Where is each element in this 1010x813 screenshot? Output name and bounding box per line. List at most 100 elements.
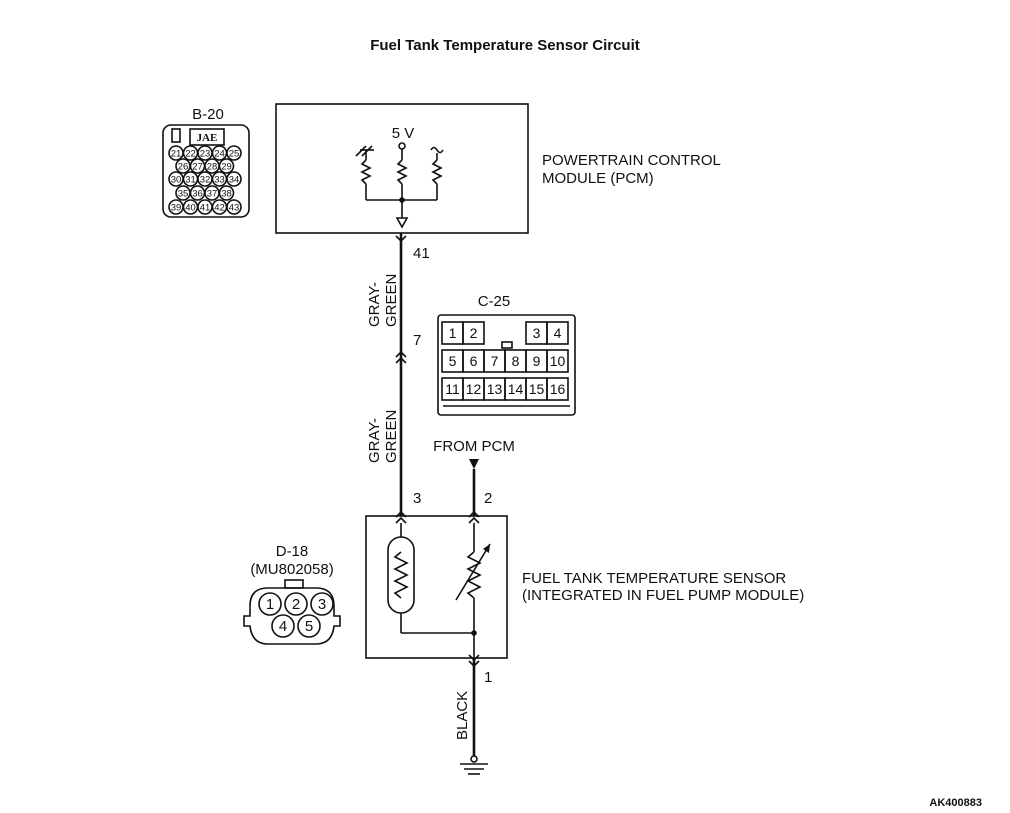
connector-b20-pin-label: 27 <box>192 162 203 173</box>
connector-b20-pin-label: 32 <box>200 175 211 186</box>
connector-d18-lock-tab <box>284 579 304 589</box>
connector-b20-pin-label: 37 <box>207 189 218 200</box>
pcm-resistor-center <box>396 142 408 218</box>
connector-b20-pin <box>226 171 242 187</box>
fuel-tank-temp-sensor: FUEL TANK TEMPERATURE SENSOR (INTEGRATED… <box>365 515 804 659</box>
wire-color-lower-line1: GRAY- <box>366 418 383 463</box>
connector-b20-pin-label: 42 <box>214 203 225 214</box>
pcm-module: 5 V POWERTRAIN CONTROL <box>275 103 721 234</box>
connector-d18-pin-label: 5 <box>305 618 313 635</box>
connector-b20-pin-label: 43 <box>229 203 240 214</box>
connector-c25-pin-label: 16 <box>550 381 566 397</box>
connector-b20-pin <box>226 199 242 215</box>
connector-b20-pin-label: 24 <box>214 149 225 160</box>
connector-b20-pin-label: 26 <box>178 162 189 173</box>
connector-c25-pin-label: 7 <box>491 353 499 369</box>
connector-c25-pin-label: 2 <box>470 325 478 341</box>
sensor-label-line1: FUEL TANK TEMPERATURE SENSOR <box>522 570 786 587</box>
connector-d18: D-18 (MU802058) 1 2 3 4 5 <box>243 543 341 645</box>
connector-b20-pin-label: 38 <box>221 189 232 200</box>
pcm-resistor-right <box>430 146 444 200</box>
pin-2-label: 2 <box>484 490 492 507</box>
connector-c25-housing <box>437 314 576 416</box>
connector-d18-pin-label: 3 <box>318 596 326 613</box>
diagram-title: Fuel Tank Temperature Sensor Circuit <box>370 37 640 54</box>
connector-c25-pin-label: 3 <box>533 325 541 341</box>
connector-b20-pin-label: 22 <box>185 149 196 160</box>
sensor-label-line2: (INTEGRATED IN FUEL PUMP MODULE) <box>522 587 804 604</box>
connector-b20-pin-label: 21 <box>171 149 182 160</box>
signal-wave-icon <box>430 146 444 154</box>
connector-c25-pin-label: 6 <box>470 353 478 369</box>
connector-c25-pin-label: 9 <box>533 353 541 369</box>
from-pcm-wire: FROM PCM 2 <box>433 438 515 524</box>
sensor-box <box>365 515 508 659</box>
connector-c25-name: C-25 <box>478 293 511 310</box>
connector-c25-pin-label: 11 <box>445 381 460 397</box>
wire-color-upper-line2: GREEN <box>383 274 400 327</box>
from-pcm-arrow-icon <box>469 459 479 469</box>
ground-wire: 1 BLACK <box>454 654 492 775</box>
connector-b20-maker-badge <box>189 128 225 146</box>
connector-b20-pin-label: 41 <box>200 203 211 214</box>
connector-c25-pin-label: 10 <box>550 353 566 369</box>
connector-d18-part-no: (MU802058) <box>250 561 333 578</box>
thermistor-icon <box>466 551 482 599</box>
connector-c25-pin-label: 12 <box>466 381 482 397</box>
connector-d18-name: D-18 <box>276 543 309 560</box>
connector-d18-pins: 1 2 3 4 5 <box>258 592 334 638</box>
connector-b20-pin-label: 35 <box>178 189 189 200</box>
connector-b20-pin-label: 33 <box>214 175 225 186</box>
connector-b20-pin-label: 28 <box>207 162 218 173</box>
connector-c25-pin-label: 13 <box>487 381 503 397</box>
connector-c25-key <box>501 341 513 349</box>
connector-b20-pin-label: 36 <box>192 189 203 200</box>
pin-41-label: 41 <box>413 245 430 262</box>
connector-d18-pin <box>258 592 282 616</box>
pcm-voltage: 5 V <box>392 125 415 142</box>
ground-hatch-icon <box>355 145 373 157</box>
connector-b20-pin <box>218 185 235 201</box>
connector-b20-pin-label: 25 <box>229 149 240 160</box>
signal-wire: 41 7 3 GRAY- GREEN GRAY- GREEN <box>366 233 430 524</box>
connector-b20-pin-label: 31 <box>185 175 196 186</box>
connector-c25-pin-label: 5 <box>449 353 457 369</box>
ground-icon <box>460 763 488 775</box>
connector-b20-pin-label: 40 <box>185 203 196 214</box>
pcm-label-line2: MODULE (PCM) <box>542 170 654 187</box>
connector-b20-name: B-20 <box>192 106 224 123</box>
connector-b20-pin-label: 39 <box>171 203 182 214</box>
from-pcm-label: FROM PCM <box>433 438 515 455</box>
connector-b20-pin-label: 29 <box>221 162 232 173</box>
connector-c25-pin-label: 15 <box>529 381 545 397</box>
connector-c25-cavity <box>546 377 569 401</box>
connector-c25-pin-label: 1 <box>449 325 457 341</box>
connector-d18-pin <box>271 614 295 638</box>
connector-b20-maker: JAE <box>197 132 218 144</box>
connector-b20-pin <box>218 158 235 174</box>
connector-d18-pin <box>310 592 334 616</box>
connector-d18-pin-label: 4 <box>279 618 287 635</box>
connector-b20-pin-label: 30 <box>171 175 182 186</box>
sensor-element-capsule <box>387 536 415 614</box>
ground-wire-color: BLACK <box>454 691 471 740</box>
connector-d18-pin <box>297 614 321 638</box>
pcm-input-triangle-icon <box>395 217 409 229</box>
pin-3-label: 3 <box>413 490 421 507</box>
connector-c25-cavity <box>462 321 485 345</box>
connector-c25-pin-label: 4 <box>554 325 562 341</box>
pcm-junction-dot <box>399 197 405 203</box>
connector-b20-pin-label: 34 <box>229 175 240 186</box>
connector-d18-pin-label: 1 <box>266 596 274 613</box>
figure-id: AK400883 <box>929 797 982 809</box>
pin-7-label: 7 <box>413 332 421 349</box>
connector-b20-lock-tab <box>171 128 181 143</box>
pcm-label-line1: POWERTRAIN CONTROL <box>542 152 721 169</box>
connector-d18-pin-label: 2 <box>292 596 300 613</box>
connector-b20-pin <box>226 145 242 161</box>
